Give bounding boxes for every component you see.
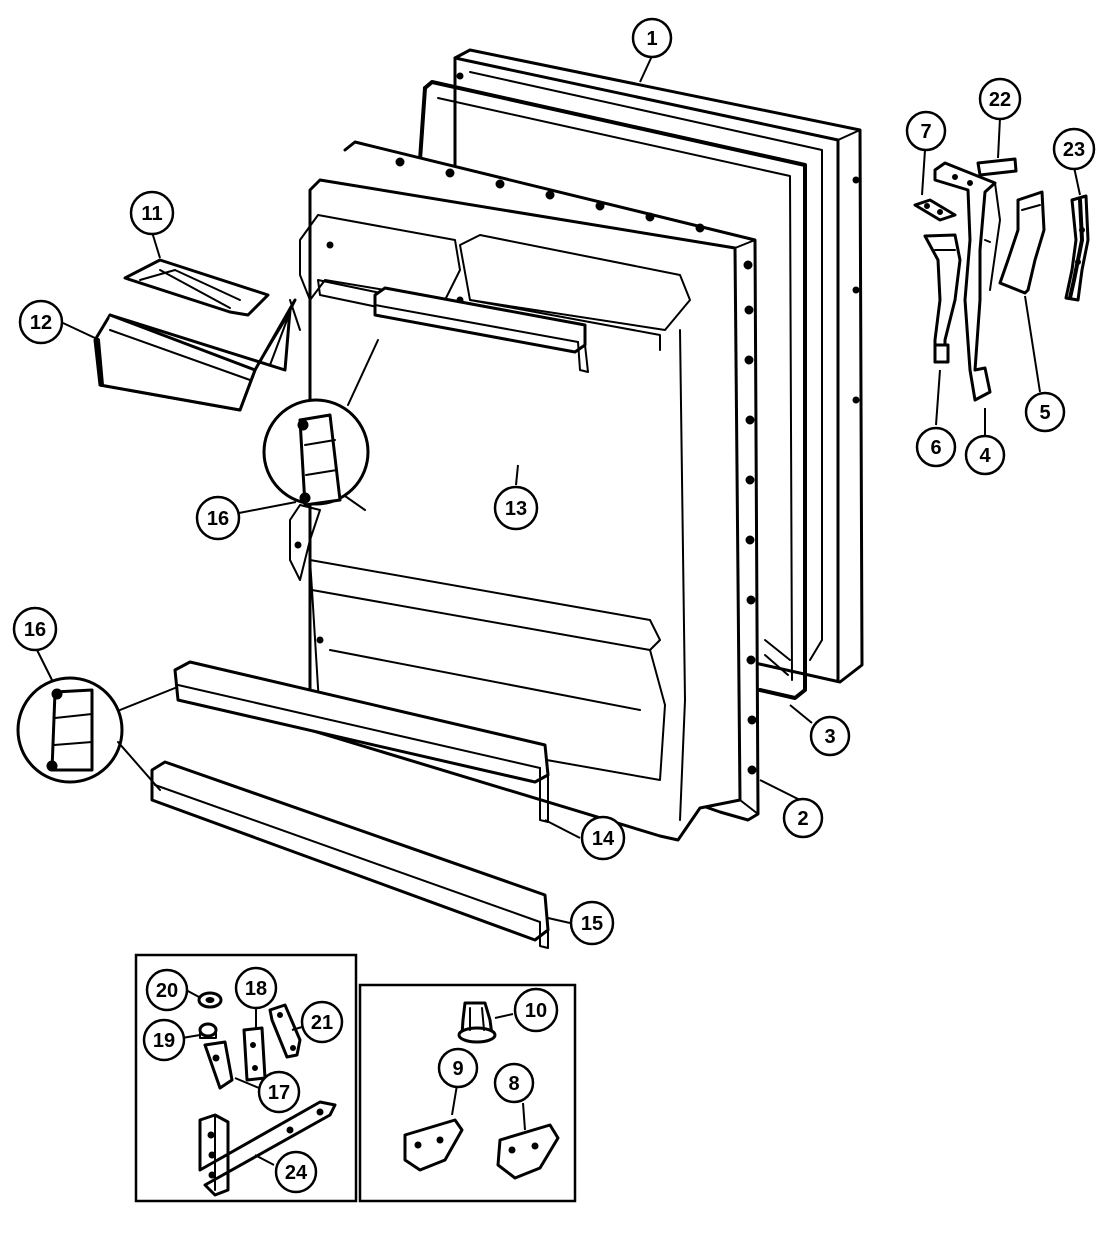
svg-text:4: 4 — [979, 445, 991, 467]
hinge-cover-6 — [923, 233, 962, 364]
hinge-kit-inset-box — [134, 953, 358, 1203]
callout-15: 15 — [569, 900, 615, 946]
svg-text:15: 15 — [581, 913, 603, 935]
stop-10 — [457, 1001, 497, 1044]
bracket-8 — [496, 1123, 560, 1180]
bracket-9 — [403, 1118, 464, 1172]
callout-22: 22 — [978, 77, 1022, 121]
callout-16-upper: 16 — [195, 495, 241, 541]
washer-20 — [197, 991, 223, 1009]
callout-3: 3 — [809, 715, 851, 757]
shelf-end-cap-detail-a — [262, 339, 379, 511]
dairy-compartment-12 — [93, 298, 297, 412]
callout-7: 7 — [905, 110, 947, 152]
callout-1: 1 — [631, 17, 673, 59]
shim-18 — [242, 1026, 267, 1082]
svg-text:23: 23 — [1063, 139, 1085, 161]
callout-9: 9 — [437, 1047, 479, 1089]
label-22 — [976, 157, 1018, 177]
callout-2: 2 — [782, 797, 824, 839]
svg-text:19: 19 — [153, 1030, 175, 1052]
svg-text:20: 20 — [156, 980, 178, 1002]
callout-12: 12 — [18, 299, 64, 345]
callout-23: 23 — [1052, 127, 1096, 171]
svg-text:18: 18 — [245, 978, 267, 1000]
svg-text:12: 12 — [30, 312, 52, 334]
stop-kit-inset-box — [358, 983, 577, 1203]
svg-text:14: 14 — [592, 828, 615, 850]
callout-5: 5 — [1024, 391, 1066, 433]
door-shelf-bar-13 — [373, 286, 589, 373]
callout-19: 19 — [142, 1018, 186, 1062]
svg-text:3: 3 — [824, 726, 835, 748]
leader-lines — [36, 55, 1081, 1166]
svg-text:24: 24 — [285, 1162, 308, 1184]
svg-text:16: 16 — [207, 508, 229, 530]
shelf-end-cap-detail-b — [16, 676, 176, 791]
svg-text:6: 6 — [930, 437, 941, 459]
svg-text:1: 1 — [646, 28, 657, 50]
hinge-24 — [198, 1100, 337, 1197]
svg-text:17: 17 — [268, 1082, 290, 1104]
callout-13: 13 — [493, 485, 539, 531]
door-shelf-bar-15 — [150, 760, 550, 949]
svg-text:16: 16 — [24, 619, 46, 641]
door-shelf-bar-14 — [173, 660, 550, 823]
hinge-bracket-21 — [268, 1003, 302, 1059]
callout-18: 18 — [234, 966, 278, 1010]
hinge-4 — [933, 161, 1001, 402]
callout-6: 6 — [915, 426, 957, 468]
callout-17: 17 — [257, 1070, 301, 1114]
callout-16-lower: 16 — [12, 606, 58, 652]
svg-text:2: 2 — [797, 808, 808, 830]
svg-text:7: 7 — [920, 121, 931, 143]
door-gasket — [418, 80, 807, 700]
svg-text:5: 5 — [1039, 402, 1050, 424]
hinge-pin-17 — [203, 1040, 234, 1090]
svg-text:11: 11 — [141, 203, 162, 225]
svg-text:22: 22 — [989, 89, 1011, 111]
callout-21: 21 — [300, 1000, 344, 1044]
callout-10: 10 — [513, 987, 559, 1033]
callout-24: 24 — [274, 1150, 318, 1194]
trim-strip-23 — [1064, 194, 1090, 302]
bushing-19 — [198, 1022, 218, 1039]
svg-text:9: 9 — [452, 1058, 463, 1080]
hinge-cover-5 — [998, 190, 1046, 295]
callout-8: 8 — [493, 1062, 535, 1104]
svg-text:13: 13 — [505, 498, 527, 520]
hinge-plate-7 — [913, 198, 957, 222]
callout-20: 20 — [145, 968, 189, 1012]
callout-14: 14 — [580, 815, 626, 861]
svg-text:10: 10 — [525, 1000, 547, 1022]
svg-text:21: 21 — [311, 1012, 333, 1034]
dairy-door-11 — [123, 258, 270, 317]
callout-4: 4 — [964, 434, 1006, 476]
svg-text:8: 8 — [508, 1073, 519, 1095]
callout-11: 11 — [129, 190, 175, 236]
